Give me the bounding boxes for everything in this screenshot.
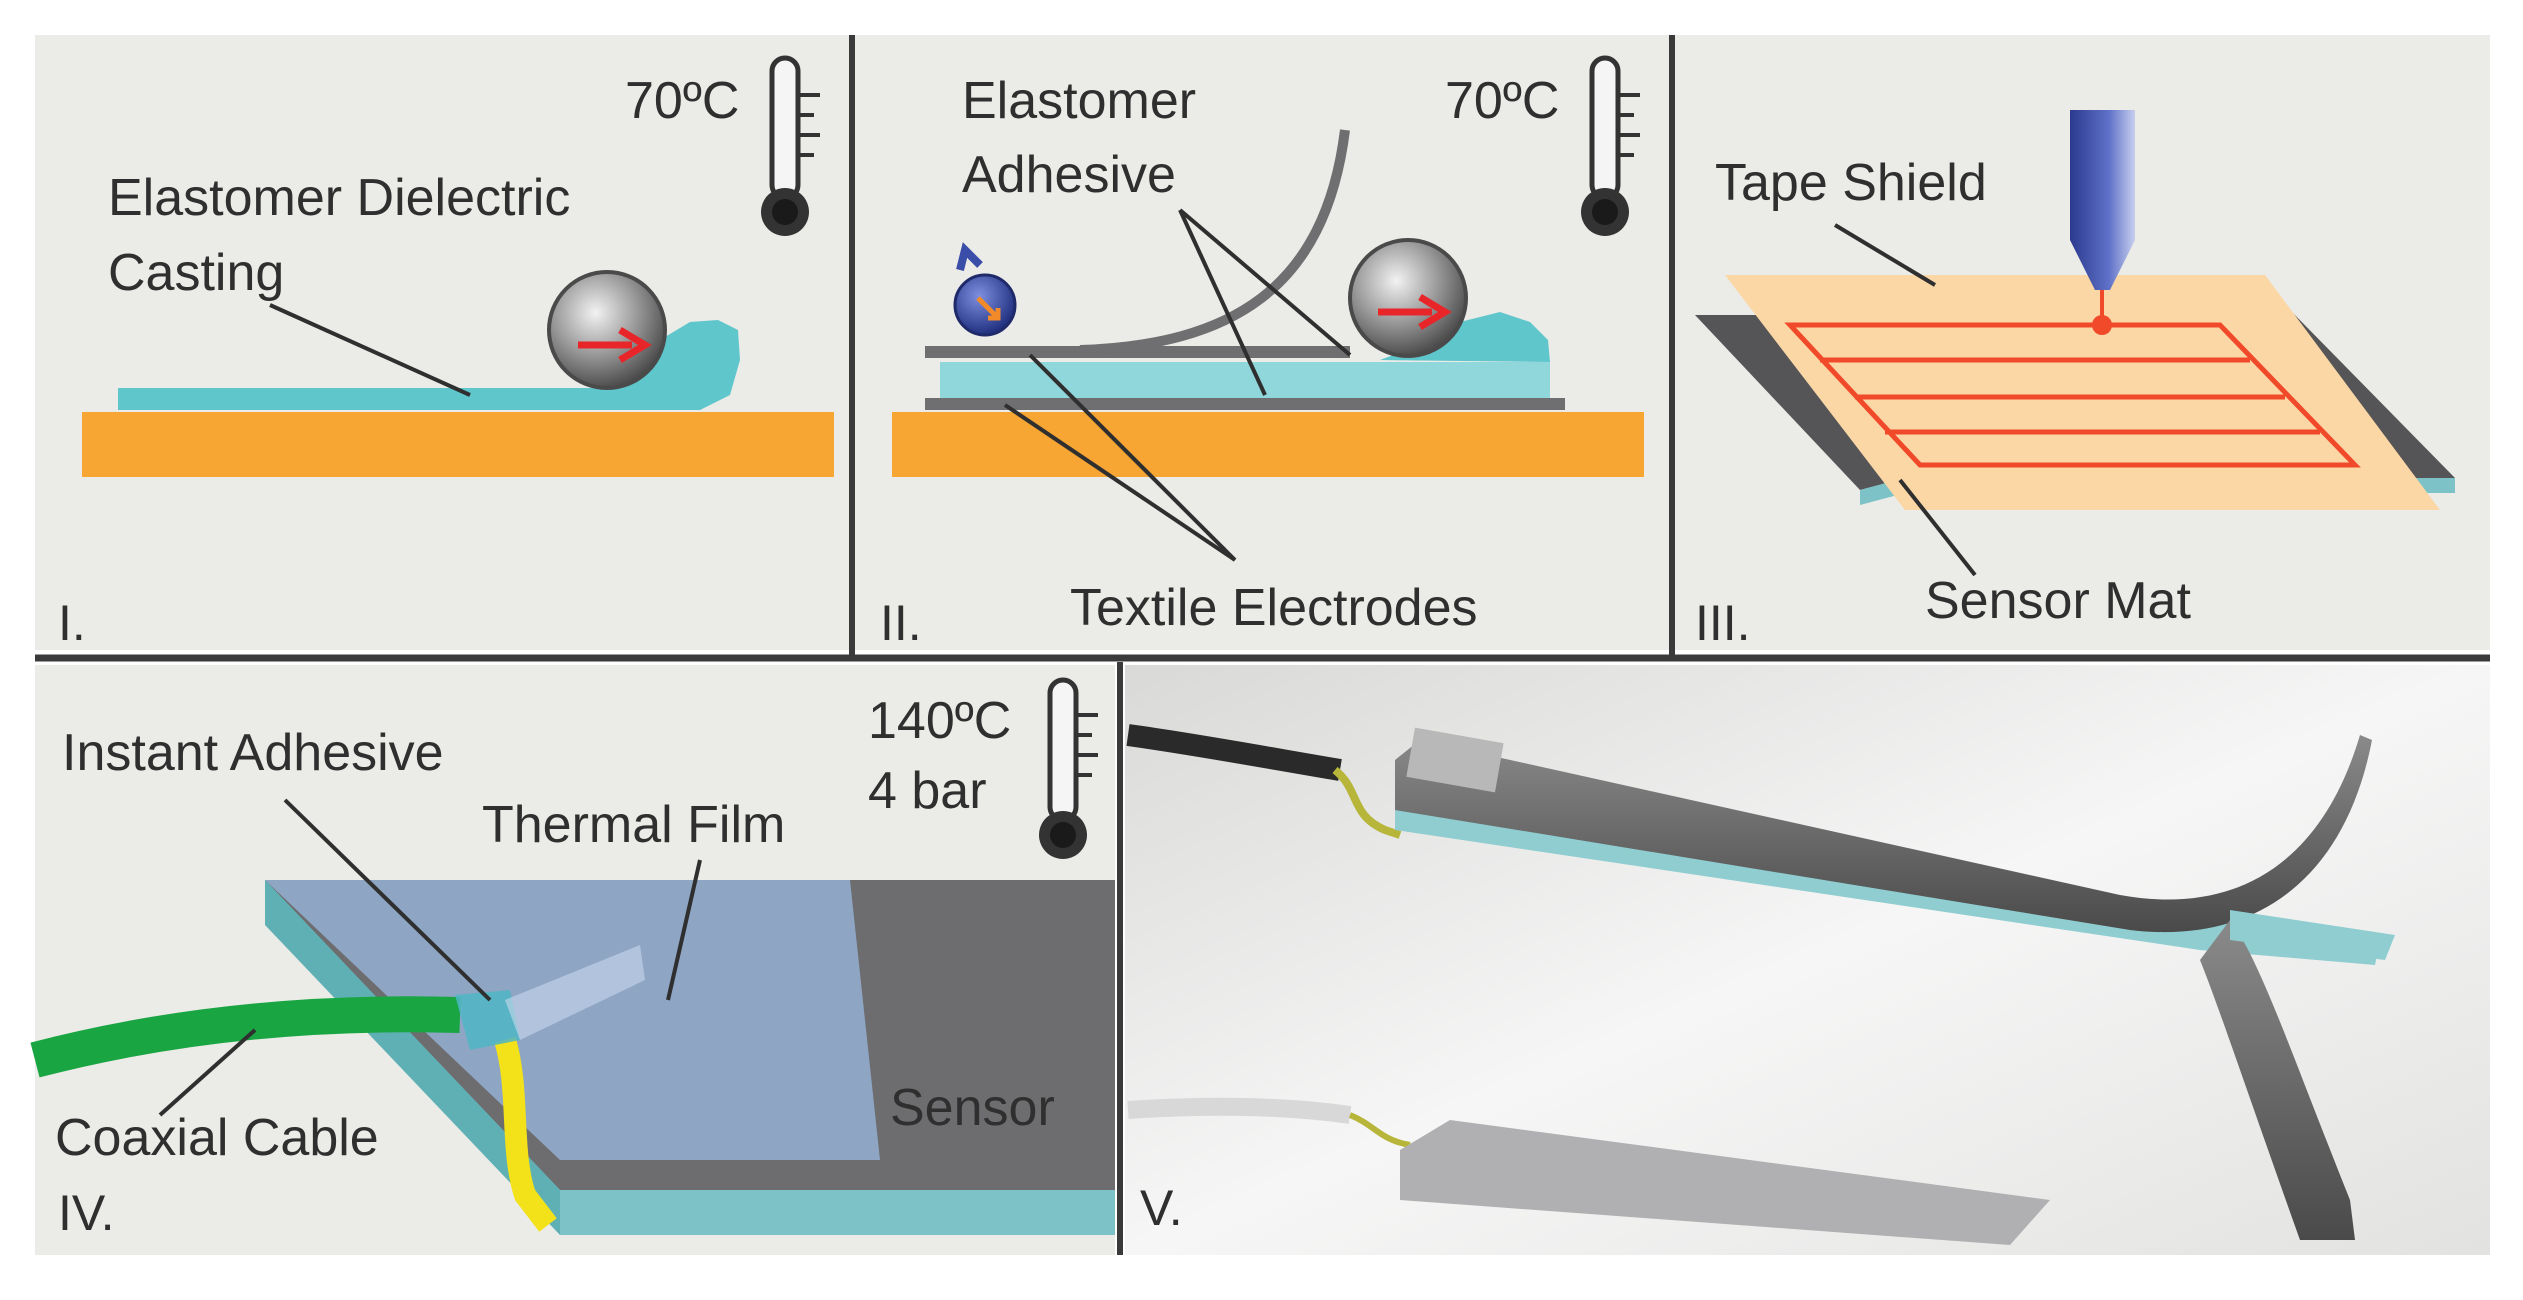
adhesive-label-line2: Adhesive	[962, 146, 1176, 204]
casting-roller-ball	[1348, 238, 1468, 358]
coaxial-cable-label: Coaxial Cable	[55, 1109, 379, 1167]
tape-shield	[1725, 275, 2440, 510]
casting-label-line2: Casting	[108, 244, 284, 302]
yellow-wire	[1348, 1112, 1411, 1148]
teal-strip-lower	[2230, 910, 2395, 960]
instant-adhesive-label: Instant Adhesive	[62, 724, 444, 782]
sensor-teal-side	[265, 880, 560, 1235]
temperature-label: 70ºC	[625, 72, 739, 130]
grey-cable	[1127, 1097, 1352, 1124]
sensor-label: Sensor	[890, 1079, 1055, 1137]
leader-line	[1898, 478, 1977, 577]
upper-sensor-strip	[1395, 735, 2372, 933]
thermometer-icon	[1581, 55, 1640, 236]
panel-numeral: II.	[880, 595, 922, 651]
adhesive-spray	[505, 945, 645, 1040]
leader-line	[1028, 353, 1237, 562]
leader-line	[1003, 403, 1237, 562]
leader-line	[283, 798, 492, 1002]
panel-2: 70ºC Elastomer Adhesive Textile Electrod…	[880, 55, 1644, 651]
temperature-label: 140ºC	[868, 692, 1011, 750]
panel-4: 140ºC 4 bar Instant Adhesive Thermal Fil…	[30, 677, 1115, 1241]
thermometer-icon	[1039, 677, 1098, 859]
leader-line	[269, 303, 471, 397]
pressure-label: 4 bar	[868, 762, 987, 820]
arrow-right-icon	[1378, 293, 1452, 331]
lifted-electrode	[1079, 129, 1350, 355]
laser-cut-outline	[1784, 322, 2361, 468]
sensor-mat-label: Sensor Mat	[1925, 572, 2191, 630]
panel-3: Tape Shield Sensor Mat III.	[1695, 110, 2455, 651]
panel-5-background	[1125, 665, 2490, 1255]
thermometer-icon	[761, 55, 820, 236]
panel-numeral: III.	[1695, 595, 1751, 651]
connector-pad	[1406, 727, 1504, 793]
panel-5: V.	[1126, 724, 2395, 1245]
casting-label-line1: Elastomer Dielectric	[108, 169, 570, 227]
lower-sensor-strip-flat	[1400, 1120, 2050, 1245]
leader-line	[1178, 208, 1352, 357]
temperature-label: 70ºC	[1445, 72, 1559, 130]
adhesive-label-line1: Elastomer	[962, 72, 1196, 130]
thermal-film	[265, 880, 880, 1160]
thermal-film-label: Thermal Film	[482, 796, 785, 854]
panel-1: 70ºC Elastomer Dielectric Casting I.	[58, 55, 834, 651]
cable-inner-wire	[494, 1036, 557, 1232]
panel-numeral: IV.	[58, 1185, 115, 1241]
leader-line	[158, 1028, 257, 1117]
panel-numeral: V.	[1140, 1180, 1183, 1236]
substrate	[892, 412, 1644, 477]
leader-line	[666, 859, 702, 1001]
casting-roller-ball	[547, 270, 667, 390]
yellow-wire	[1332, 766, 1402, 839]
arrow-right-icon	[578, 326, 652, 364]
leader-line	[1833, 223, 1937, 287]
laser-nozzle-icon	[2070, 110, 2135, 335]
electrode-strip-left	[1695, 315, 1905, 490]
substrate	[82, 412, 834, 477]
electrodes-label: Textile Electrodes	[1070, 579, 1478, 637]
dielectric-layer	[940, 362, 1550, 398]
bottom-electrode	[925, 398, 1565, 410]
black-cable	[1126, 724, 1342, 781]
tape-shield-label: Tape Shield	[1715, 154, 1987, 212]
leader-line	[1178, 209, 1267, 396]
small-roller-handle	[956, 242, 983, 271]
elastomer-layer	[118, 320, 740, 410]
arrow-icon	[976, 296, 1001, 321]
adhesive-drop	[455, 990, 520, 1050]
coaxial-cable	[30, 996, 461, 1078]
lower-sensor-strip	[2200, 920, 2355, 1240]
panel-numeral: I.	[58, 595, 86, 651]
